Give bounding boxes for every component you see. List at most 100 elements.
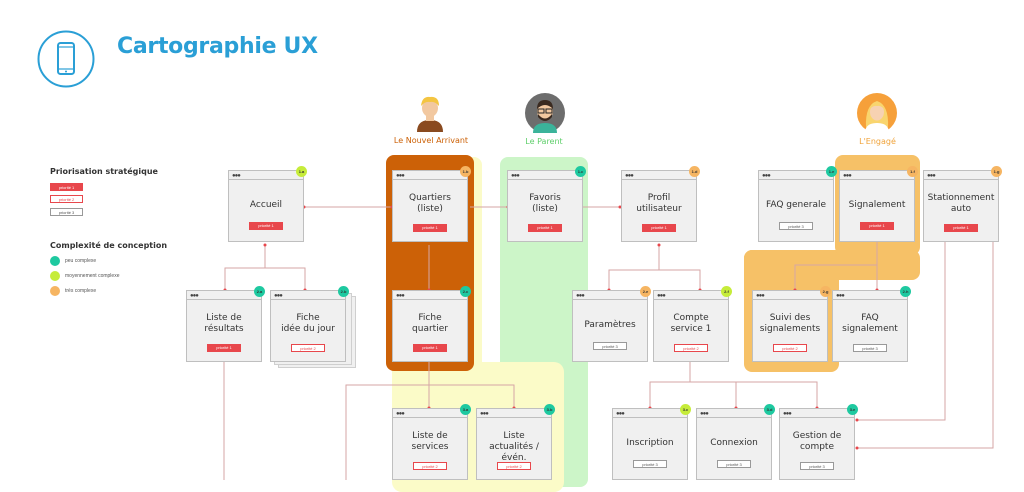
priority-3-swatch: priorité 3 bbox=[50, 208, 83, 216]
priority-tag: priorité 1 bbox=[860, 222, 894, 230]
window-dots-icon: ●●● bbox=[927, 173, 936, 179]
complexity-badge: 1.a bbox=[296, 166, 307, 177]
priority-tag: priorité 2 bbox=[291, 344, 325, 352]
low-complexity-dot bbox=[50, 256, 60, 266]
complexity-badge: 3.e bbox=[847, 404, 858, 415]
complexity-badge: 3.b bbox=[544, 404, 555, 415]
complexity-badge: 1.b bbox=[460, 166, 471, 177]
window-dots-icon: ●●● bbox=[783, 411, 792, 417]
window-bar bbox=[573, 299, 647, 300]
priority-tag: priorité 1 bbox=[207, 344, 241, 352]
priority-tag: priorité 1 bbox=[642, 224, 676, 232]
window-bar bbox=[613, 417, 687, 418]
priority-tag: priorité 2 bbox=[674, 344, 708, 352]
window-bar bbox=[393, 179, 467, 180]
complexity-badge: 2.b bbox=[338, 286, 349, 297]
window-dots-icon: ●●● bbox=[762, 173, 771, 179]
card-label: Inscription bbox=[626, 438, 674, 448]
window-dots-icon: ●●● bbox=[756, 293, 765, 299]
window-dots-icon: ●●● bbox=[396, 411, 405, 417]
window-dots-icon: ●●● bbox=[396, 293, 405, 299]
page-title: Cartographie UX bbox=[117, 34, 318, 59]
window-bar bbox=[508, 179, 582, 180]
complexity-badge: 1.c bbox=[575, 166, 586, 177]
card-label: Fiche quartier bbox=[412, 313, 448, 334]
card-label: Paramètres bbox=[584, 320, 636, 330]
window-bar bbox=[924, 179, 998, 180]
card-label: Quartiers (liste) bbox=[409, 193, 451, 214]
window-dots-icon: ●●● bbox=[625, 173, 634, 179]
window-bar bbox=[753, 299, 827, 300]
window-dots-icon: ●●● bbox=[232, 173, 241, 179]
parent-label: Le Parent bbox=[525, 137, 563, 146]
card-label: Liste de résultats bbox=[204, 313, 244, 334]
window-bar bbox=[187, 299, 261, 300]
high-complexity-label: très complexe bbox=[65, 288, 97, 294]
nouvel-arrivant-avatar bbox=[417, 96, 443, 132]
window-bar bbox=[271, 299, 345, 300]
window-dots-icon: ●●● bbox=[190, 293, 199, 299]
priority-tag: priorité 2 bbox=[773, 344, 807, 352]
window-bar bbox=[393, 299, 467, 300]
window-dots-icon: ●●● bbox=[616, 411, 625, 417]
high-complexity-dot bbox=[50, 286, 60, 296]
complexity-badge: 2.a bbox=[254, 286, 265, 297]
medium-complexity-label: moyennement complexe bbox=[65, 273, 120, 279]
complexity-badge: 2.h bbox=[900, 286, 911, 297]
complexity-badge: 3.d bbox=[764, 404, 775, 415]
complexity-badge: 2.f bbox=[721, 286, 732, 297]
card-gestion-compte[interactable]: ●●● Gestion de compte priorité 3 3.e bbox=[779, 404, 858, 480]
priority-tag: priorité 3 bbox=[717, 460, 751, 468]
window-bar bbox=[622, 179, 696, 180]
priority-tag: priorité 3 bbox=[779, 222, 813, 230]
card-label: Suivi des signalements bbox=[759, 313, 821, 334]
card-label: Profil utilisateur bbox=[636, 193, 682, 214]
engage-avatar bbox=[857, 93, 897, 133]
window-dots-icon: ●●● bbox=[511, 173, 520, 179]
priority-tag: priorité 2 bbox=[497, 462, 531, 470]
window-dots-icon: ●●● bbox=[274, 293, 283, 299]
phone-icon bbox=[37, 30, 95, 88]
priority-tag: priorité 3 bbox=[800, 462, 834, 470]
window-bar bbox=[833, 299, 907, 300]
complexity-badge: 1.f bbox=[907, 166, 918, 177]
engage-label: L'Engagé bbox=[859, 137, 896, 146]
window-dots-icon: ●●● bbox=[700, 411, 709, 417]
card-label: FAQ generale bbox=[765, 200, 827, 210]
complexity-badge: 1.d bbox=[689, 166, 700, 177]
priority-tag: priorité 1 bbox=[528, 224, 562, 232]
priority-1-swatch: priorité 1 bbox=[50, 183, 83, 191]
priority-tag: priorité 3 bbox=[853, 344, 887, 352]
complexity-badge: 2.c bbox=[460, 286, 471, 297]
medium-complexity-dot bbox=[50, 271, 60, 281]
card-fiche-quartier[interactable]: ●●● Fiche quartier priorité 1 2.c bbox=[392, 286, 471, 362]
card-label: Liste de services bbox=[411, 431, 449, 452]
parent-avatar bbox=[525, 93, 565, 133]
card-label: Signalement bbox=[848, 200, 906, 210]
window-bar bbox=[393, 417, 467, 418]
card-label: Stationnement auto bbox=[927, 193, 995, 214]
complexity-badge: 2.e bbox=[640, 286, 651, 297]
window-dots-icon: ●●● bbox=[396, 173, 405, 179]
card-profil[interactable]: ●●● Profil utilisateur priorité 1 1.d bbox=[621, 166, 700, 242]
priority-legend-title: Priorisation stratégique bbox=[50, 167, 158, 176]
priority-tag: priorité 1 bbox=[413, 344, 447, 352]
card-liste-resultats[interactable]: ●●● Liste de résultats priorité 1 2.a bbox=[186, 286, 265, 362]
card-label: Gestion de compte bbox=[792, 431, 842, 452]
window-dots-icon: ●●● bbox=[836, 293, 845, 299]
